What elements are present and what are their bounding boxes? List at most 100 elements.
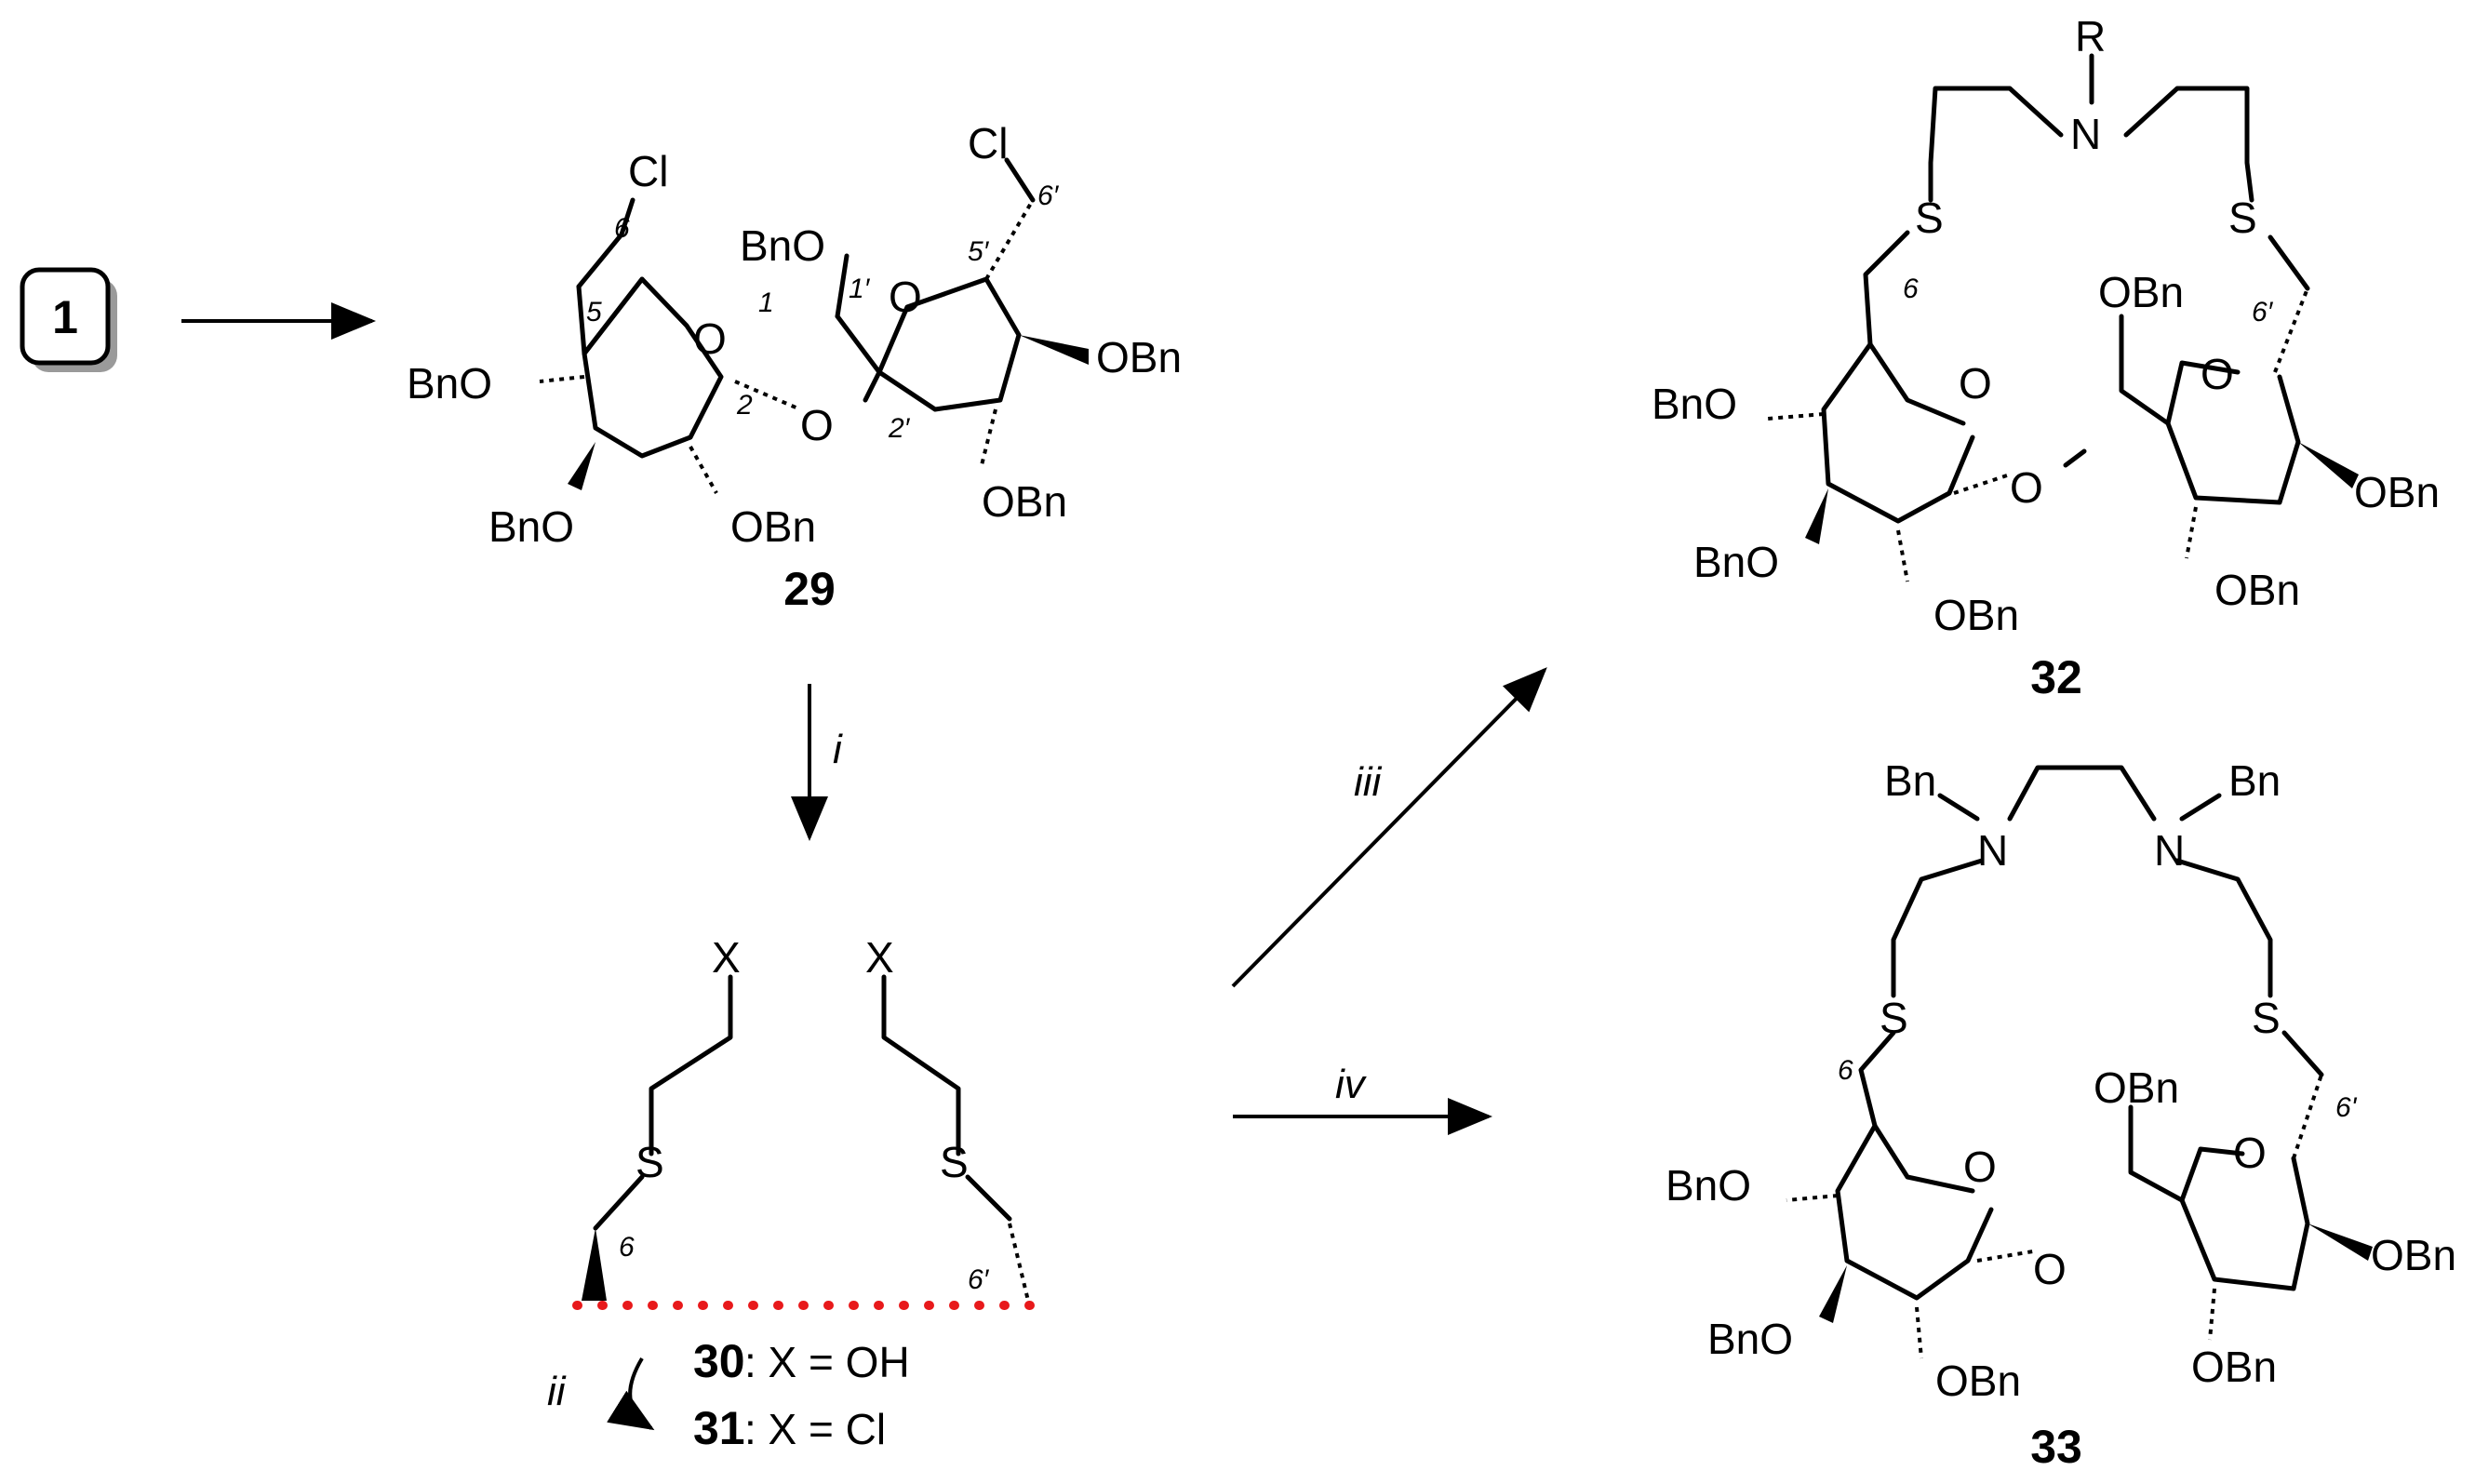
compound-1-box: 1	[20, 267, 117, 372]
wedge-bond	[1819, 1265, 1847, 1323]
atom-label: Cl	[968, 119, 1008, 167]
bond	[1872, 1123, 1975, 1194]
bond	[2268, 234, 2310, 291]
atom-label: OBn	[1935, 1357, 2021, 1405]
bond	[881, 974, 961, 1156]
bond	[619, 197, 635, 237]
bond	[1835, 1123, 1994, 1301]
position-label: 5′	[968, 236, 990, 267]
position-label: 2	[736, 390, 753, 421]
bond	[2007, 765, 2157, 822]
bond	[2123, 86, 2254, 203]
atom-label: S	[940, 1138, 969, 1186]
bond	[649, 974, 733, 1156]
wedge-bond	[2298, 442, 2359, 488]
atom-label: BnO	[1666, 1161, 1751, 1210]
atom-label: OBn	[730, 502, 816, 551]
bond	[2174, 858, 2273, 998]
compound-33-label: 33	[2030, 1421, 2082, 1473]
compound-30-31: X X S S 6 6′ 30 : X = OH 31 : X = Cl ii	[547, 933, 1037, 1454]
atom-label: S	[1880, 994, 1908, 1042]
bond	[1821, 341, 1975, 524]
atom-label: OBn	[2214, 566, 2300, 614]
position-label: 6	[614, 213, 630, 244]
hashed-bond	[1953, 473, 2011, 495]
bond	[2165, 374, 2301, 505]
atom-label: X	[712, 933, 741, 982]
compound-32-label: 32	[2030, 651, 2082, 703]
atom-label: N	[2154, 826, 2185, 875]
atom-label: BnO	[407, 359, 492, 408]
position-label: 6	[1838, 1055, 1853, 1086]
atom-label: O	[800, 401, 834, 449]
bond	[1937, 793, 1980, 822]
compound-1-label: 1	[52, 291, 78, 343]
bond	[863, 369, 882, 403]
hashed-bond	[539, 375, 585, 383]
bond	[835, 314, 882, 375]
atom-label: BnO	[1652, 380, 1737, 428]
position-label: 6′	[1037, 180, 1060, 211]
bond	[582, 276, 645, 356]
position-label: 5	[586, 297, 602, 328]
hashed-bond	[1976, 1250, 2034, 1263]
atom-label: Bn	[2228, 756, 2281, 805]
bond	[593, 1174, 645, 1231]
hashed-bond	[2292, 1074, 2323, 1159]
atom-label: N	[1977, 826, 2008, 875]
wedge-bond	[582, 1228, 607, 1301]
atom-label: BnO	[1693, 538, 1779, 586]
atom-label: OBn	[2371, 1231, 2456, 1279]
position-label: 2′	[888, 413, 911, 444]
atom-label: O	[2233, 1129, 2267, 1177]
atom-label: O	[889, 273, 922, 321]
bond	[2128, 1104, 2185, 1203]
hashed-bond	[2185, 506, 2198, 559]
atom-label: OBn	[2094, 1063, 2179, 1112]
position-label: 6	[1903, 274, 1919, 304]
bond	[2179, 1156, 2310, 1291]
compound-29: Cl O BnO BnO OBn O BnO O Cl OBn OBn 6 5 …	[407, 119, 1182, 615]
wedge-bond	[2308, 1223, 2373, 1261]
compound-30-label: 30	[693, 1335, 745, 1387]
reagent-iv: iv	[1335, 1062, 1368, 1107]
atom-label: BnO	[1707, 1315, 1793, 1363]
hashed-bond	[2273, 287, 2309, 373]
atom-label: X	[865, 933, 894, 982]
hashed-bond	[1008, 1223, 1030, 1302]
atom-label: S	[2252, 994, 2281, 1042]
hashed-bond	[734, 380, 801, 411]
bond	[1891, 858, 1985, 998]
compound-31-label: 31	[693, 1402, 745, 1454]
hashed-bond	[2208, 1288, 2216, 1341]
hashed-bond	[980, 408, 997, 466]
reagent-iii: iii	[1354, 759, 1383, 805]
atom-label: O	[2201, 350, 2234, 398]
wedge-bond	[1805, 488, 1828, 544]
atom-label: S	[1915, 194, 1944, 242]
compound-31-desc: : X = Cl	[744, 1405, 886, 1453]
position-label: 6′	[2252, 297, 2274, 328]
reagent-i: i	[833, 727, 843, 772]
hashed-bond	[1767, 412, 1825, 421]
atom-label: S	[2228, 194, 2257, 242]
atom-label: N	[2070, 110, 2101, 158]
hashed-bond	[1896, 529, 1909, 582]
atom-label: O	[1959, 359, 1992, 408]
atom-label: OBn	[982, 477, 1067, 526]
bond	[2281, 1030, 2324, 1077]
hashed-bond	[984, 198, 1035, 281]
arrow-iii	[1231, 667, 1547, 988]
atom-label: S	[635, 1138, 664, 1186]
position-label: 6′	[968, 1264, 990, 1295]
atom-label: Bn	[1884, 756, 1936, 805]
bond	[2179, 793, 2222, 822]
bond	[1004, 157, 1036, 203]
bond	[576, 232, 624, 289]
position-label: 6'	[2335, 1092, 2358, 1123]
atom-label: O	[1963, 1143, 1997, 1191]
compound-29-label: 29	[783, 563, 836, 615]
atom-label: OBn	[1096, 333, 1182, 381]
hashed-bond	[1786, 1194, 1839, 1202]
